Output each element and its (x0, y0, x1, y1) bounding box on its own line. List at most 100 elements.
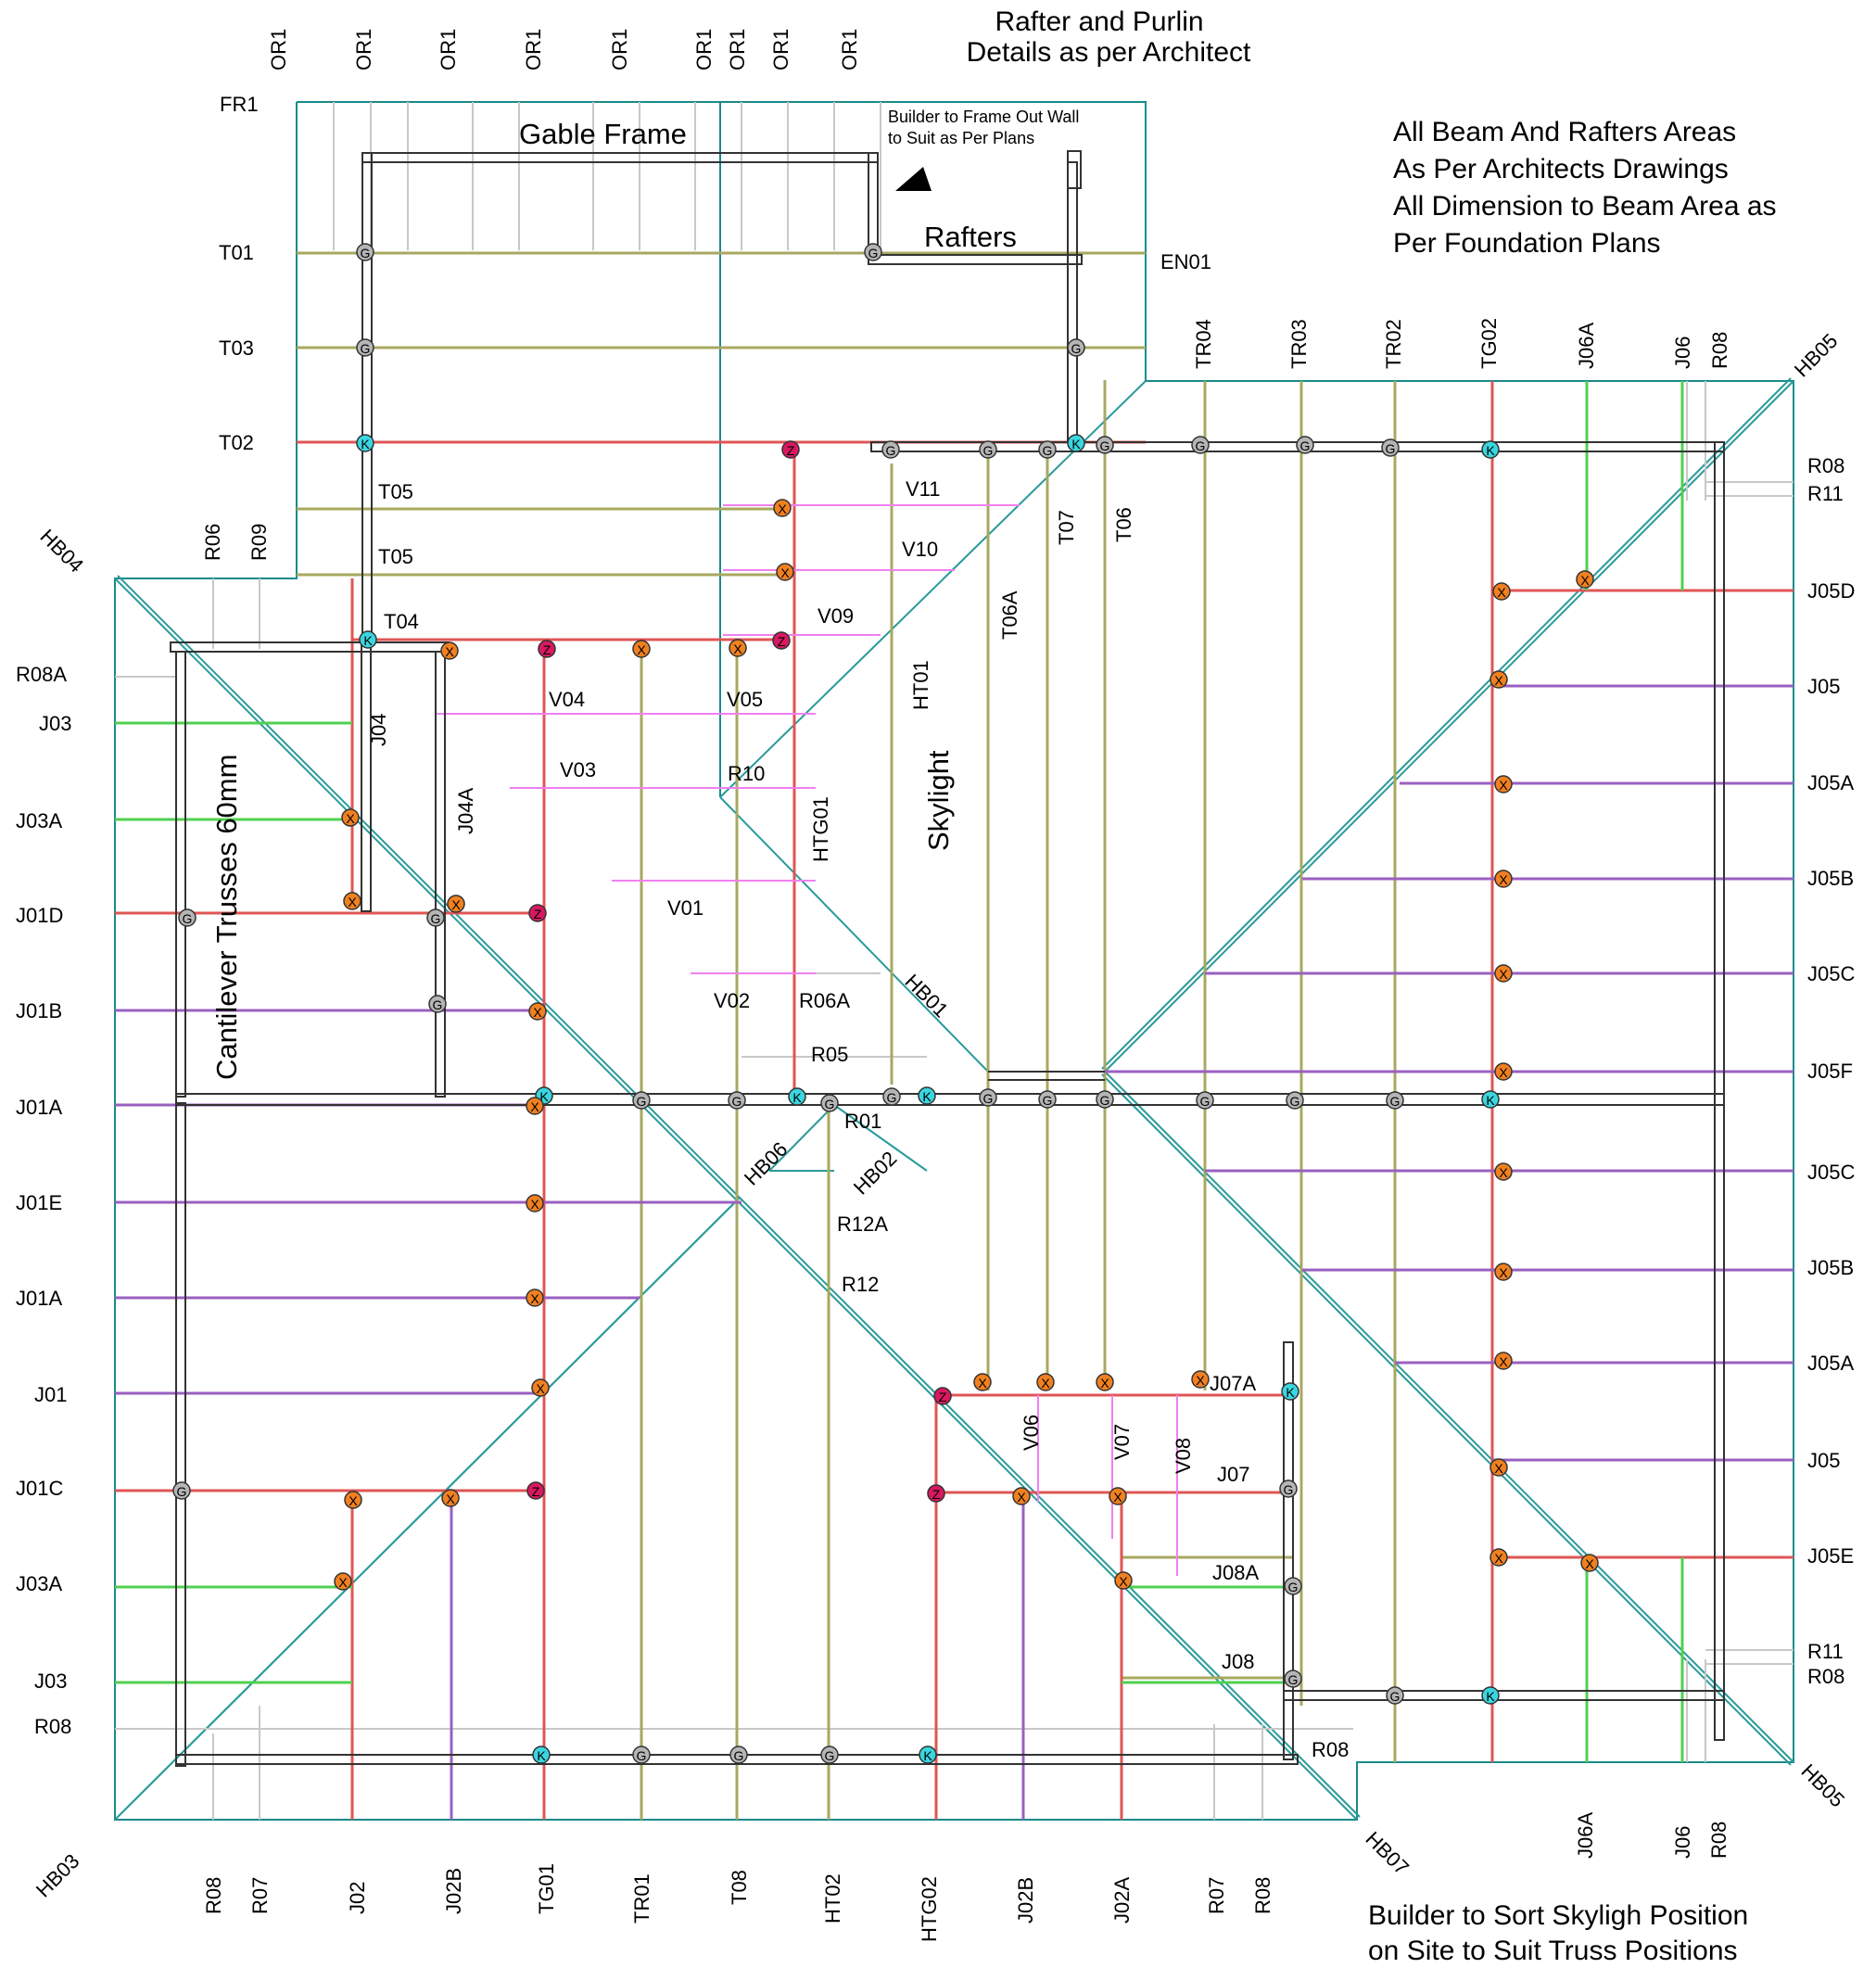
gang-nail-connector: G (881, 440, 900, 459)
upper-right-label-j06: J06 (1671, 336, 1694, 369)
left-label-t01: T01 (219, 241, 254, 264)
top-label-or1: OR1 (608, 29, 631, 70)
beam-note-line3: All Dimension to Beam Area as (1393, 191, 1777, 222)
svg-text:G: G (1200, 1094, 1211, 1109)
green-jack-lines (115, 381, 1684, 1762)
r06-label: R06 (201, 524, 224, 561)
svg-text:X: X (1119, 1574, 1128, 1589)
inner-label-hb01: HB01 (900, 970, 953, 1022)
top-label-or1: OR1 (726, 29, 749, 70)
svg-text:G: G (734, 1748, 744, 1763)
svg-text:X: X (1100, 1376, 1109, 1390)
svg-text:G: G (431, 911, 441, 926)
rafter-purlin-note-line2: Details as per Architect (967, 37, 1251, 68)
left-label-j03a: J03A (16, 809, 62, 832)
gang-nail-connector: G (426, 908, 445, 927)
inner-label-r08-inner: R08 (1312, 1738, 1349, 1761)
svg-text:X: X (1499, 1354, 1508, 1369)
gang-nail-connector: G (632, 1746, 651, 1764)
x-connector: X (773, 499, 792, 517)
svg-text:G: G (732, 1094, 742, 1109)
svg-text:G: G (1300, 438, 1311, 453)
svg-text:X: X (1499, 967, 1508, 982)
svg-text:X: X (348, 895, 357, 909)
gang-nail-connector: G (1381, 438, 1400, 457)
x-connector: X (632, 640, 651, 658)
right-label-j05a: J05A (1807, 771, 1854, 794)
k-connector: K (1067, 434, 1085, 452)
x-connector: X (344, 1491, 362, 1509)
left-label-r08a: R08A (16, 663, 67, 686)
svg-text:G: G (887, 1090, 897, 1105)
gang-nail-connector: G (1286, 1091, 1304, 1110)
left-label-j03a: J03A (16, 1572, 62, 1595)
svg-text:X: X (1499, 872, 1508, 887)
girder-lines (115, 381, 1794, 1820)
inner-label-t06a: T06A (998, 590, 1021, 640)
svg-text:X: X (1499, 1265, 1508, 1280)
k-connector: K (788, 1087, 806, 1106)
x-connector: X (528, 1002, 547, 1021)
inner-label-j08a: J08A (1212, 1561, 1259, 1584)
x-connector: X (1191, 1370, 1210, 1389)
en01-label: EN01 (1160, 250, 1211, 273)
x-connector: X (343, 892, 361, 910)
svg-text:G: G (183, 911, 193, 926)
x-connector: X (1489, 1548, 1508, 1567)
svg-text:G: G (1196, 438, 1206, 453)
z-connector: Z (526, 1481, 545, 1500)
k-connector: K (1481, 1686, 1500, 1705)
upper-right-label-tg02: TG02 (1477, 318, 1501, 369)
left-label-r08: R08 (34, 1715, 71, 1738)
skylight-label: Skylight (922, 750, 955, 851)
right-label-r08: R08 (1807, 454, 1844, 477)
left-label-j01: J01 (34, 1383, 67, 1406)
svg-text:G: G (825, 1748, 835, 1763)
gang-nail-connector: G (356, 243, 374, 261)
left-label-j03: J03 (34, 1670, 67, 1693)
k-connector: K (356, 434, 374, 452)
x-connector: X (341, 808, 360, 827)
x-connector: X (729, 639, 747, 657)
left-label-j01e: J01E (16, 1191, 62, 1214)
x-connector: X (447, 895, 465, 913)
upper-right-label-r08: R08 (1708, 332, 1731, 369)
k-connector: K (1481, 1090, 1500, 1109)
svg-text:K: K (361, 437, 370, 451)
beam-note-line4: Per Foundation Plans (1393, 228, 1661, 259)
skylight-note-line1: Builder to Sort Skyligh Position (1368, 1900, 1748, 1931)
right-label-j05b: J05B (1807, 1256, 1854, 1279)
svg-text:G: G (1100, 438, 1110, 453)
svg-text:Z: Z (939, 1390, 947, 1404)
svg-text:K: K (363, 633, 373, 648)
left-label-t02: T02 (219, 431, 254, 454)
svg-text:X: X (1499, 778, 1508, 793)
x-connector: X (973, 1373, 992, 1391)
x-connector: X (441, 1489, 460, 1507)
left-label-j01b: J01B (16, 999, 62, 1022)
right-label-j05a: J05A (1807, 1352, 1854, 1375)
beam-lines (170, 150, 1725, 1767)
svg-text:G: G (361, 246, 371, 260)
svg-text:G: G (433, 997, 443, 1012)
builder-frame-note-line1: Builder to Frame Out Wall (888, 108, 1079, 126)
svg-text:X: X (1494, 673, 1503, 688)
roof-outline (114, 101, 1794, 1821)
inner-label-r06a: R06A (799, 989, 850, 1012)
lower-right-label-j06: J06 (1671, 1826, 1694, 1859)
svg-text:X: X (1041, 1376, 1050, 1390)
svg-text:G: G (637, 1748, 647, 1763)
right-label-r11: R11 (1807, 1640, 1844, 1663)
svg-text:X: X (346, 811, 355, 826)
svg-text:Z: Z (932, 1487, 941, 1502)
x-connector: X (1576, 570, 1594, 589)
inner-label-r12: R12 (842, 1273, 879, 1296)
svg-text:Z: Z (534, 907, 542, 921)
svg-text:X: X (978, 1376, 987, 1390)
right-label-j05b: J05B (1807, 867, 1854, 890)
inner-label-v02: V02 (714, 989, 750, 1012)
